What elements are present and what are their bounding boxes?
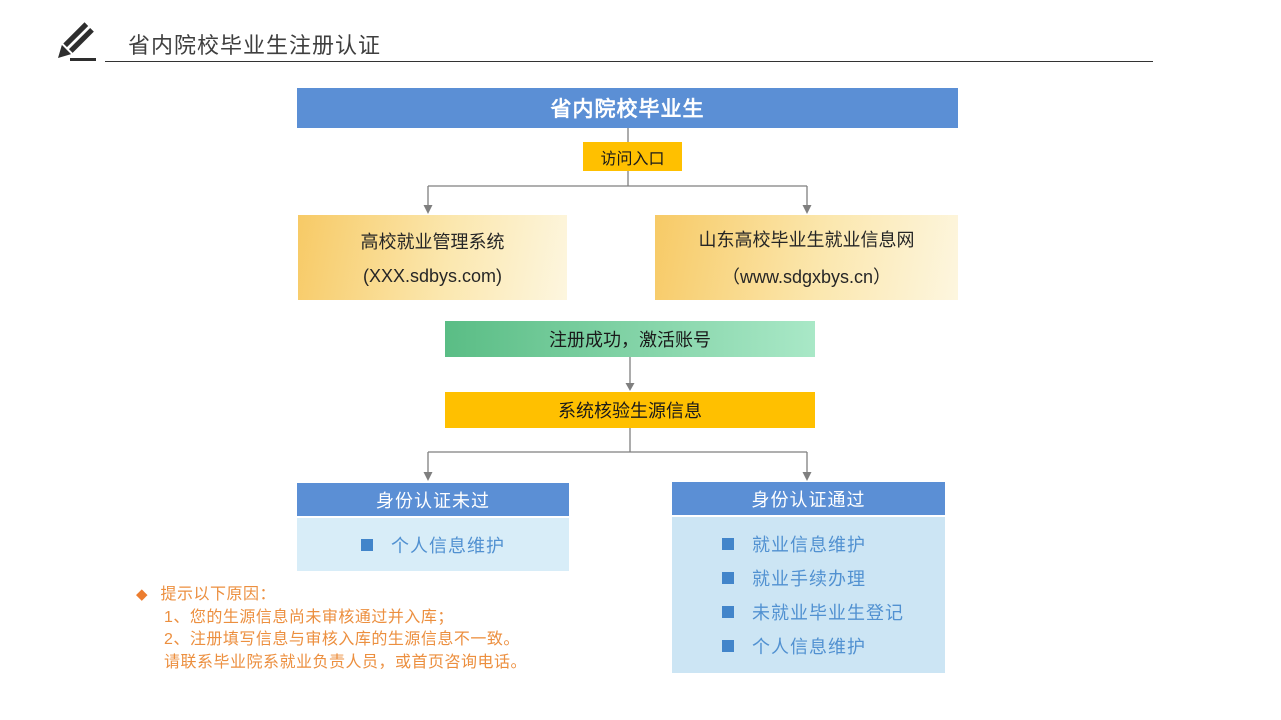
- portal-url: (XXX.sdbys.com): [362, 266, 503, 287]
- menu-item-label: 个人信息维护: [752, 637, 866, 657]
- register-success-label: 注册成功，激活账号: [549, 330, 711, 350]
- menu-item: 个人信息维护: [361, 532, 505, 558]
- entry-node: 访问入口: [583, 142, 682, 171]
- auth-passed-header: 身份认证通过: [672, 482, 945, 515]
- portal-node-management-system: 高校就业管理系统 (XXX.sdbys.com): [298, 215, 567, 300]
- auth-failed-title: 身份认证未过: [376, 490, 490, 511]
- menu-item-label: 未就业毕业生登记: [752, 603, 904, 623]
- verify-label: 系统核验生源信息: [558, 401, 702, 421]
- square-bullet-icon: [722, 572, 734, 584]
- diamond-bullet-icon: ◆: [136, 586, 148, 604]
- hint-note-line: 1、您的生源信息尚未审核通过并入库；: [164, 608, 454, 626]
- portal-name: 高校就业管理系统: [360, 231, 505, 252]
- square-bullet-icon: [722, 640, 734, 652]
- menu-item-label: 就业手续办理: [752, 569, 866, 589]
- pencil-icon: [58, 22, 96, 61]
- portal-node-info-website: 山东高校毕业生就业信息网 （www.sdgxbys.cn）: [655, 215, 958, 300]
- hint-note-heading-row: ◆ 提示以下原因：: [136, 584, 606, 607]
- hint-note: ◆ 提示以下原因： 1、您的生源信息尚未审核通过并入库； 2、注册填写信息与审核…: [136, 584, 606, 674]
- title-underline: [105, 61, 1153, 62]
- root-node-label: 省内院校毕业生: [550, 98, 705, 121]
- menu-item: 就业信息维护: [722, 531, 945, 557]
- menu-item-label: 就业信息维护: [752, 535, 866, 555]
- portal-url: （www.sdgxbys.cn）: [721, 267, 892, 287]
- hint-note-heading: 提示以下原因：: [160, 586, 277, 603]
- entry-node-label: 访问入口: [600, 150, 665, 168]
- menu-item: 个人信息维护: [722, 633, 945, 659]
- portal-name: 山东高校毕业生就业信息网: [698, 230, 915, 250]
- root-node: 省内院校毕业生: [297, 88, 958, 128]
- menu-item: 未就业毕业生登记: [722, 599, 945, 625]
- page-title: 省内院校毕业生注册认证: [128, 33, 382, 58]
- auth-failed-menu: 个人信息维护: [297, 518, 569, 571]
- auth-passed-menu: 就业信息维护 就业手续办理 未就业毕业生登记 个人信息维护: [672, 517, 945, 673]
- auth-passed-title: 身份认证通过: [751, 489, 866, 510]
- square-bullet-icon: [361, 538, 373, 551]
- verify-node: 系统核验生源信息: [445, 392, 815, 428]
- auth-failed-header: 身份认证未过: [297, 483, 569, 516]
- menu-item: 就业手续办理: [722, 565, 945, 591]
- square-bullet-icon: [722, 606, 734, 618]
- menu-item-label: 个人信息维护: [391, 535, 505, 556]
- hint-note-line: 2、注册填写信息与审核入库的生源信息不一致。: [164, 631, 520, 648]
- hint-note-line: 请联系毕业院系就业负责人员，或首页咨询电话。: [164, 653, 528, 671]
- register-success-node: 注册成功，激活账号: [445, 321, 815, 357]
- square-bullet-icon: [722, 538, 734, 550]
